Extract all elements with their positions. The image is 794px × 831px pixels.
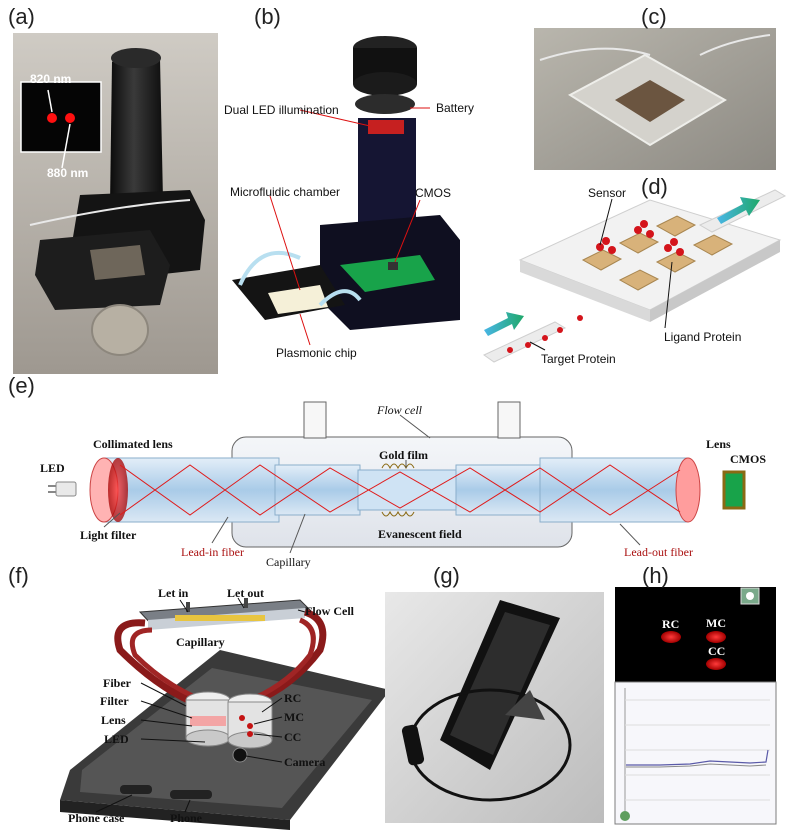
- label-plasmonic-chip: Plasmonic chip: [276, 346, 357, 360]
- panel-e-schematic: [48, 401, 746, 554]
- label-rc-h: RC: [662, 617, 680, 631]
- panel-c-letter: (c): [641, 4, 667, 29]
- label-rc-f: RC: [284, 691, 302, 705]
- label-camera: Camera: [284, 755, 326, 769]
- label-lens-f: Lens: [101, 713, 126, 727]
- panel-e-letter: (e): [8, 373, 35, 398]
- panel-g-photo: [385, 592, 604, 823]
- panel-d-schematic: [483, 189, 787, 363]
- panel-c-photo: [534, 28, 776, 170]
- label-led-e: LED: [40, 461, 65, 475]
- panel-f-letter: (f): [8, 563, 29, 588]
- label-gold-film: Gold film: [379, 448, 429, 462]
- label-light-filter: Light filter: [80, 528, 137, 542]
- label-battery: Battery: [436, 101, 475, 115]
- label-cmos-e: CMOS: [730, 452, 766, 466]
- label-let-out: Let out: [227, 586, 264, 600]
- panel-a-letter: (a): [8, 4, 35, 29]
- label-lead-out-fiber: Lead-out fiber: [624, 545, 693, 559]
- label-cc-h: CC: [708, 644, 726, 658]
- label-target-protein: Target Protein: [541, 352, 616, 366]
- label-lens-e: Lens: [706, 437, 731, 451]
- panel-h-letter: (h): [642, 563, 669, 588]
- label-phone-case: Phone case: [68, 811, 125, 825]
- label-880nm: 880 nm: [47, 166, 89, 180]
- panel-b-letter: (b): [254, 4, 281, 29]
- label-capillary-e: Capillary: [266, 555, 311, 569]
- panel-g-letter: (g): [433, 563, 460, 588]
- label-microfluidic-chamber: Microfluidic chamber: [230, 185, 341, 199]
- label-let-in: Let in: [158, 586, 189, 600]
- label-sensor: Sensor: [588, 186, 627, 200]
- label-filter: Filter: [100, 694, 129, 708]
- panel-d-letter: (d): [641, 174, 668, 199]
- panel-h-screenshot: [614, 587, 777, 825]
- label-fiber: Fiber: [103, 676, 131, 690]
- label-mc-h: MC: [706, 616, 726, 630]
- panel-f-schematic: [60, 597, 390, 830]
- label-evanescent-field: Evanescent field: [378, 527, 462, 541]
- label-dual-led-illumination: Dual LED illumination: [224, 103, 339, 117]
- label-ligand-protein: Ligand Protein: [664, 330, 742, 344]
- label-mc-f: MC: [284, 710, 304, 724]
- label-820nm: 820 nm: [30, 72, 72, 86]
- label-capillary-f: Capillary: [176, 635, 225, 649]
- label-flow-cell-f: Flow Cell: [305, 604, 354, 618]
- label-lead-in-fiber: Lead-in fiber: [181, 545, 244, 559]
- label-cc-f: CC: [284, 730, 302, 744]
- label-phone: Phone: [170, 811, 203, 825]
- label-flow-cell-e: Flow cell: [377, 403, 422, 417]
- label-led-f: LED: [104, 732, 129, 746]
- panel-b-drawing: [232, 36, 460, 346]
- label-collimated-lens: Collimated lens: [93, 437, 173, 451]
- label-cmos-b: CMOS: [415, 186, 451, 200]
- panel-a-photo: [13, 33, 218, 374]
